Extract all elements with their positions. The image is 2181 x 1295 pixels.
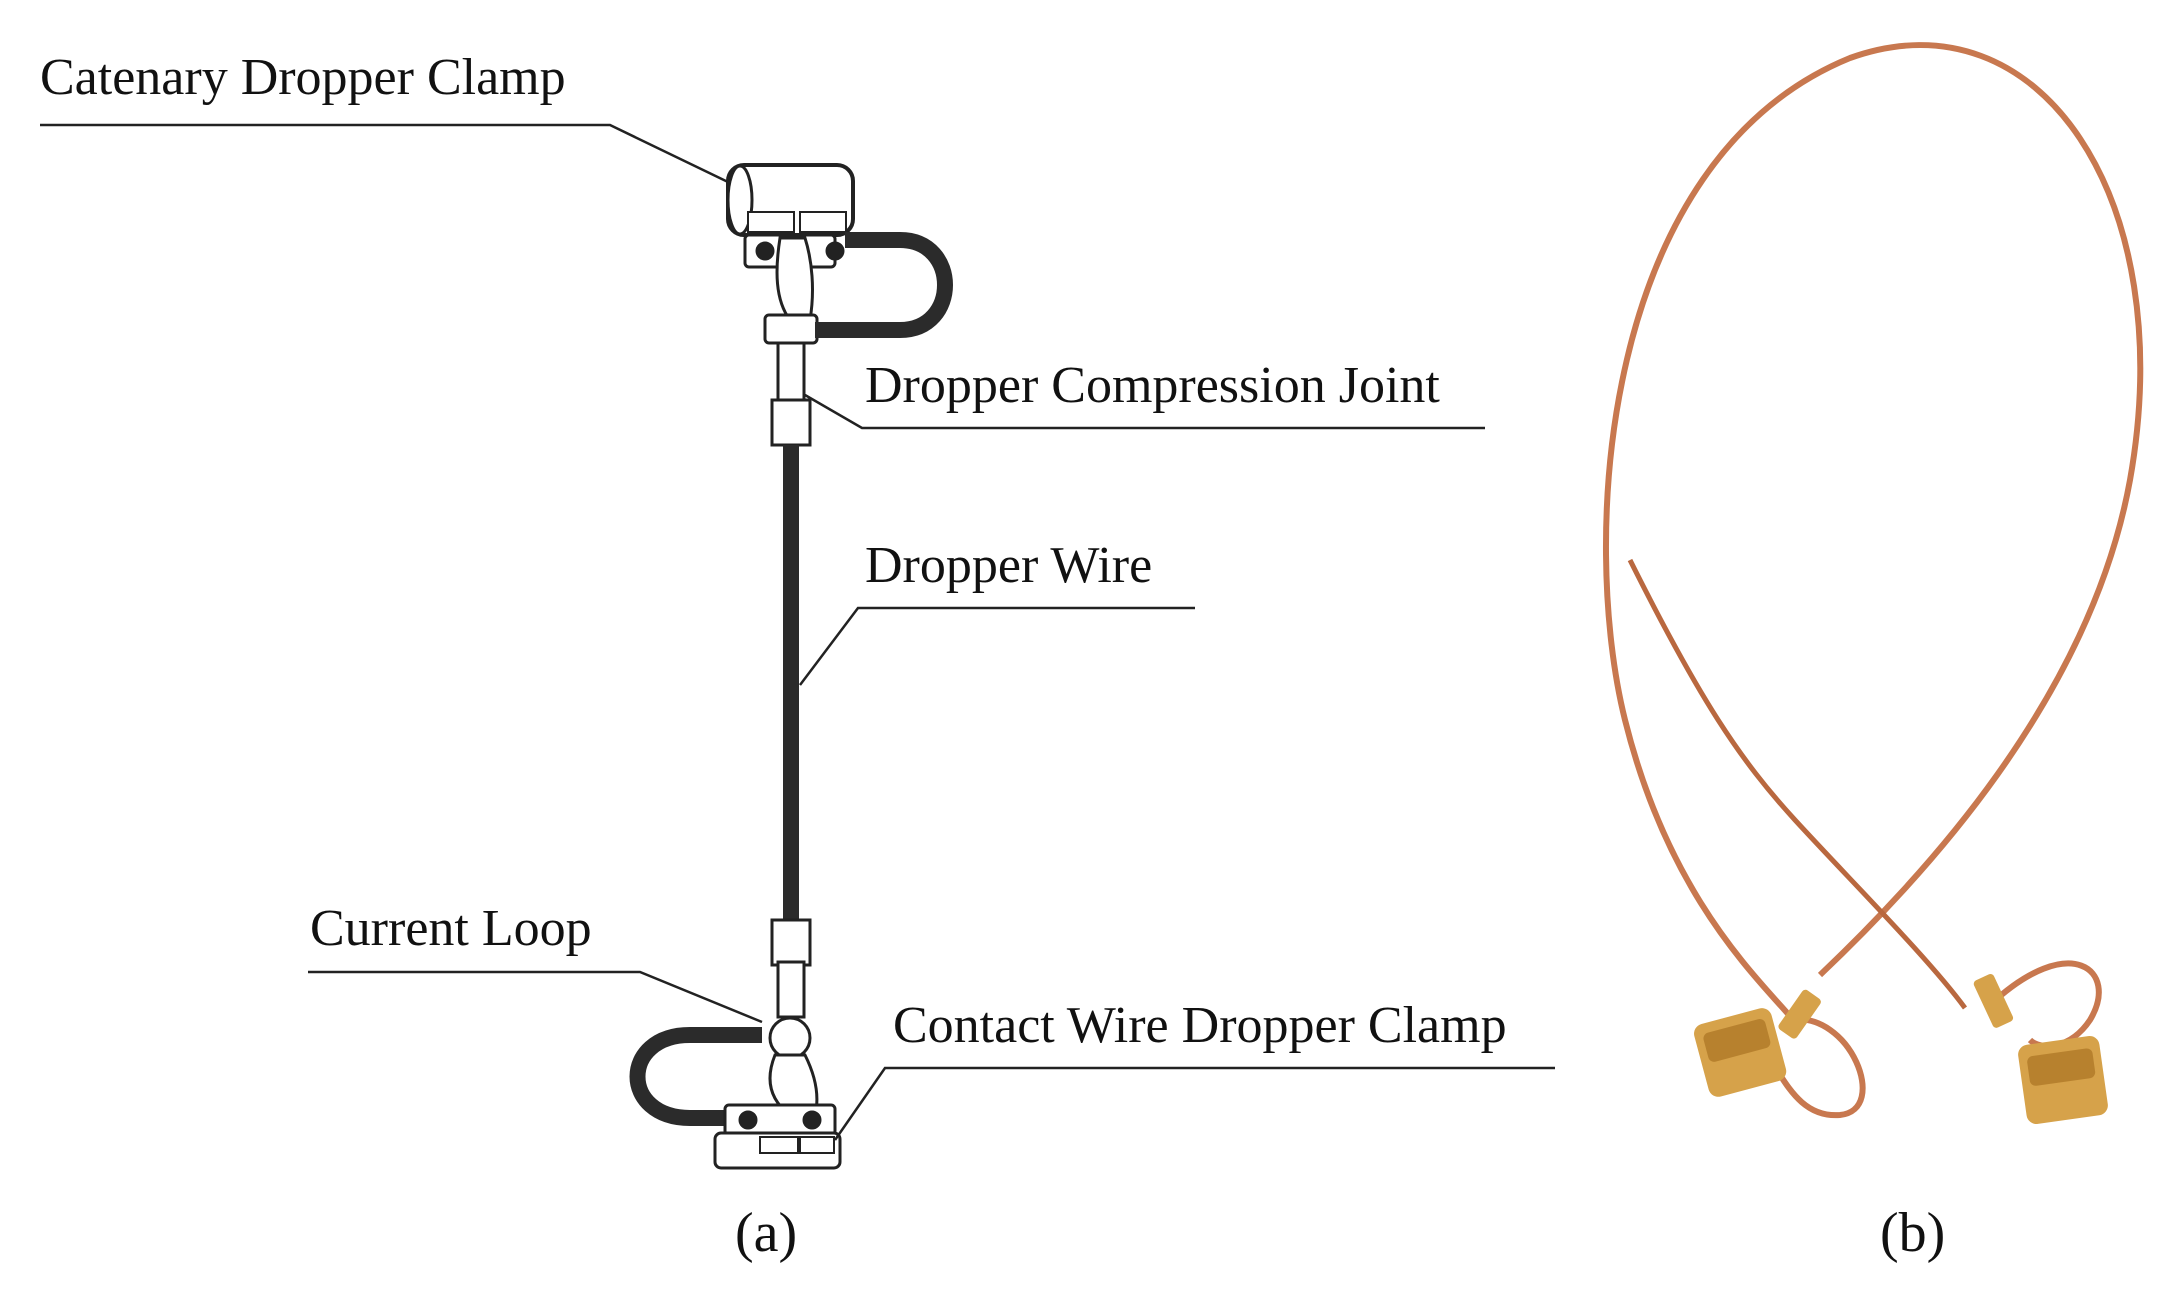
catenary-dropper-clamp [726,163,855,345]
label-dropper-compression-joint: Dropper Compression Joint [865,357,1440,414]
label-dropper-wire: Dropper Wire [865,537,1153,594]
caption-b: (b) [1880,1202,1946,1264]
dropper-compression-joint-upper [770,341,812,447]
dropper-compression-joint-lower [770,918,812,1019]
left-brass-clamp [1694,989,1821,1097]
leader-line-catenary-clamp [40,123,729,184]
leader-line-dropper-wire [799,606,1195,686]
photo-dropper [1603,42,2144,1125]
leader-line-compression-joint [804,393,1485,430]
copper-wire-cross [1627,558,1968,1010]
contact-wire-dropper-clamp [713,1016,842,1170]
caption-a: (a) [735,1202,798,1264]
label-contact-wire-dropper-clamp: Contact Wire Dropper Clamp [893,997,1507,1054]
copper-wire-loop [1603,42,2144,1024]
right-brass-clamp [1973,974,2108,1125]
label-current-loop: Current Loop [310,900,592,957]
left-copper-current-loop [1767,1016,1866,1119]
leader-line-contact-clamp [833,1066,1555,1141]
leader-line-current-loop [308,970,763,1024]
lower-current-loop [629,1027,762,1126]
upper-current-loop [815,232,953,338]
schematic-dropper [40,123,1555,1170]
label-catenary-dropper-clamp: Catenary Dropper Clamp [40,49,566,106]
